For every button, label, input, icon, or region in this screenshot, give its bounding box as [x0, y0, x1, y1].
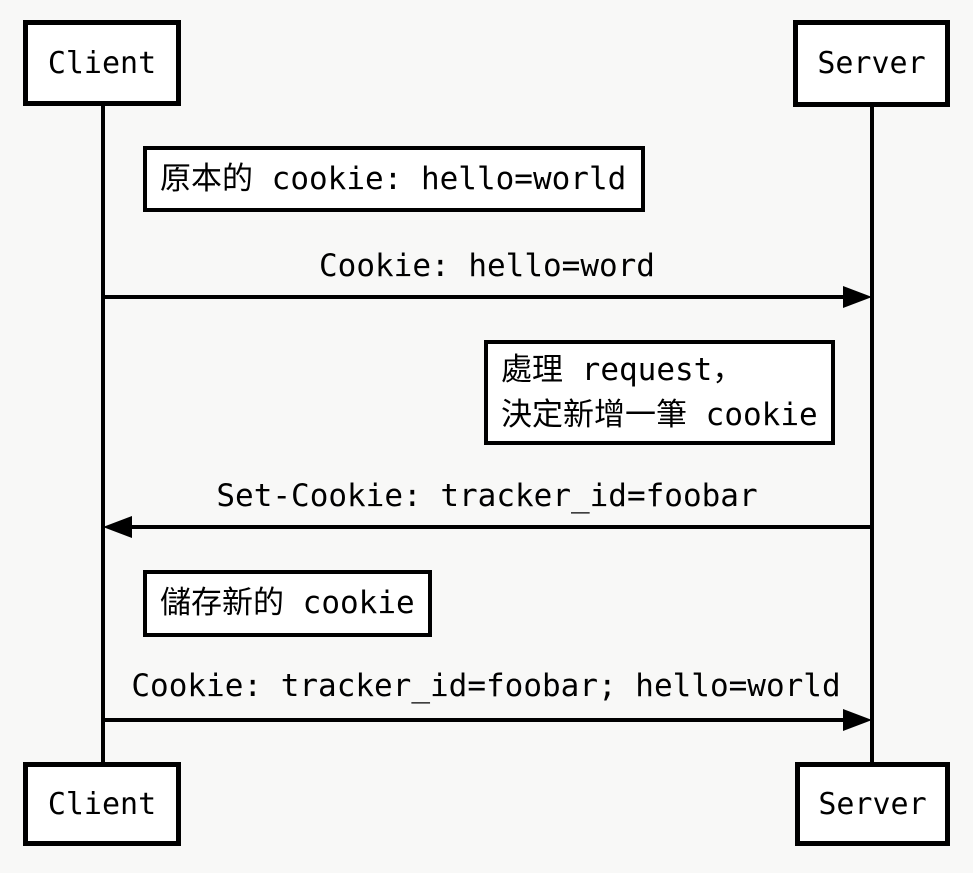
arrowhead-right-icon — [843, 709, 872, 731]
actor-box-client-bottom: Client — [23, 762, 181, 846]
message-label: Cookie: hello=word — [319, 248, 655, 284]
actor-box-client-top: Client — [23, 20, 181, 106]
actor-label-server: Server — [818, 786, 927, 822]
actor-label-server: Server — [817, 46, 926, 81]
note-store-cookie: 儲存新的 cookie — [143, 570, 432, 637]
note-process-request: 處理 request， 決定新增一筆 cookie — [484, 340, 835, 445]
note-text-line: 儲存新的 cookie — [160, 585, 415, 622]
message-label: Set-Cookie: tracker_id=foobar — [216, 478, 758, 514]
message-line — [103, 718, 846, 722]
actor-label-client: Client — [47, 786, 157, 822]
actor-box-server-top: Server — [793, 20, 950, 107]
message-line — [129, 525, 872, 529]
actor-box-server-bottom: Server — [795, 762, 950, 846]
message-line — [103, 295, 846, 299]
server-lifeline — [870, 107, 874, 762]
note-text-line: 處理 request， — [501, 352, 744, 389]
client-lifeline — [101, 106, 105, 762]
note-original-cookie: 原本的 cookie: hello=world — [143, 146, 645, 212]
actor-label-client: Client — [47, 45, 157, 81]
arrowhead-left-icon — [103, 516, 132, 538]
note-text-line: 原本的 cookie: hello=world — [160, 160, 627, 197]
note-text-line: 決定新增一筆 cookie — [501, 396, 818, 433]
message-label: Cookie: tracker_id=foobar; hello=world — [131, 668, 841, 704]
arrowhead-right-icon — [843, 286, 872, 308]
